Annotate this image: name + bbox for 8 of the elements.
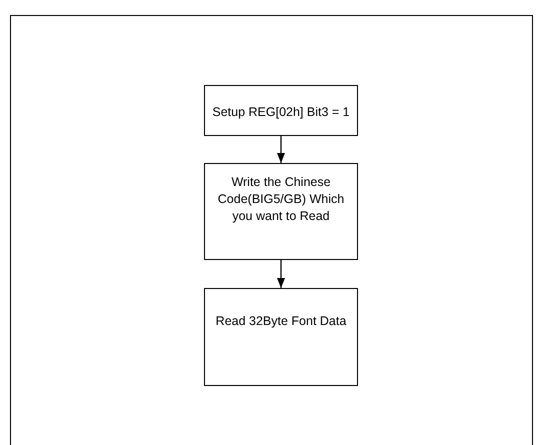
step-text: Write the Chinese Code(BIG5/GB) Which you want to Read [216, 174, 346, 225]
arrow [277, 260, 285, 288]
arrow [277, 136, 285, 163]
process-box [204, 85, 358, 136]
step-text: Read 32Byte Font Data [216, 313, 346, 330]
process-box [204, 163, 358, 260]
process-box [204, 288, 358, 386]
step-text: Setup REG[02h] Bit3 = 1 [212, 104, 350, 121]
